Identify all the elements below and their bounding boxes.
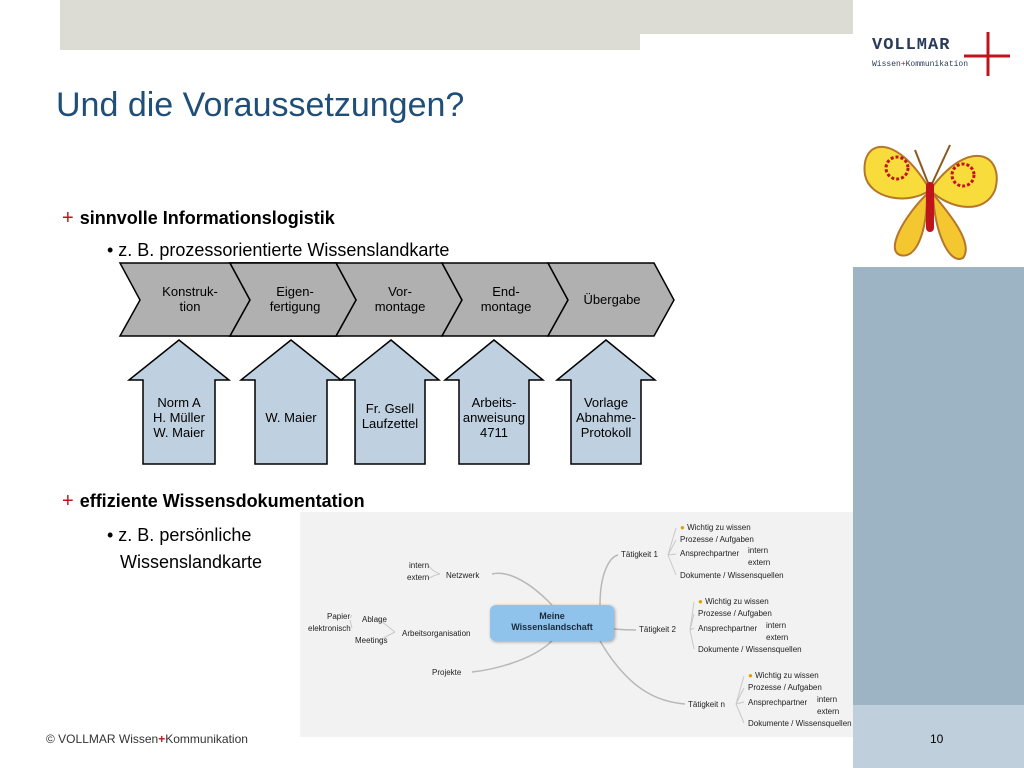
mm-node-wichtig: ● Wichtig zu wissen [748, 671, 819, 680]
mm-node-ansprechpartner: Ansprechpartner [748, 698, 808, 707]
bulb-icon: ● [680, 523, 685, 532]
page-number: 10 [930, 732, 944, 746]
mm-node-extern: extern [407, 573, 430, 582]
side-panel-footer [853, 705, 1024, 768]
butterfly-icon [863, 144, 998, 260]
mm-node-meetings: Meetings [355, 636, 388, 645]
mm-node-intern: intern [748, 546, 769, 555]
sub-bullet-prozesslandkarte: • z. B. prozessorientierte Wissenslandka… [107, 240, 450, 260]
plus-icon: + [62, 490, 74, 512]
mm-node-prozesse: Prozesse / Aufgaben [748, 683, 822, 692]
header-band-lower [60, 34, 640, 50]
mm-node-dokumente: Dokumente / Wissensquellen [698, 645, 802, 654]
footer-copyright: © VOLLMAR Wissen+Kommunikation [46, 732, 248, 746]
mm-node-intern: intern [409, 561, 430, 570]
mm-node-prozesse: Prozesse / Aufgaben [698, 609, 772, 618]
mm-node-extern: extern [748, 558, 771, 567]
sub-bullet-persoenlich-cont: Wissenslandkarte [120, 552, 263, 572]
mm-node-dokumente: Dokumente / Wissensquellen [680, 571, 784, 580]
chevron-label-endmontage: End-montage [480, 284, 532, 314]
mm-node-taetigkeit-2: Tätigkeit 2 [639, 625, 676, 634]
mm-node-prozesse: Prozesse / Aufgaben [680, 535, 754, 544]
mm-node-ablage: Ablage [362, 615, 387, 624]
mm-node-papier: Papier [327, 612, 351, 621]
mm-node-wichtig: ● Wichtig zu wissen [698, 597, 769, 606]
chevron-label-eigenfertigung: Eigen-fertigung [269, 284, 321, 314]
chevron-uebergabe [546, 262, 675, 337]
chevron-label-uebergabe: Übergabe [583, 292, 641, 307]
slide-title: Und die Voraussetzungen? [56, 86, 465, 124]
mm-node-ansprechpartner: Ansprechpartner [680, 549, 740, 558]
logo-wordmark: VOLLMAR [872, 36, 951, 55]
bulb-icon: ● [748, 671, 753, 680]
arrow-up-icon [338, 339, 442, 465]
side-panel [853, 267, 1024, 768]
mm-node-dokumente: Dokumente / Wissensquellen [748, 719, 852, 728]
mm-node-ansprechpartner: Ansprechpartner [698, 624, 758, 633]
mm-node-taetigkeit-n: Tätigkeit n [688, 700, 725, 709]
logo-cross-icon [964, 32, 1010, 76]
bulb-icon: ● [698, 597, 703, 606]
mm-node-extern: extern [766, 633, 789, 642]
mm-node-projekte: Projekte [432, 668, 462, 677]
mm-node-wichtig: ● Wichtig zu wissen [680, 523, 751, 532]
bullet-wissensdokumentation: +effiziente Wissensdokumentation [62, 490, 365, 512]
mm-node-taetigkeit-1: Tätigkeit 1 [621, 550, 658, 559]
mm-node-elektronisch: elektronisch [308, 624, 351, 633]
arrow-up-icon [442, 339, 546, 465]
chevron-label-vormontage: Vor-montage [374, 284, 426, 314]
arrow-up-icon [238, 339, 344, 465]
mm-node-netzwerk: Netzwerk [446, 571, 480, 580]
resource-label-2: W. Maier [265, 410, 317, 425]
process-chain [118, 262, 675, 337]
mindmap-center-node [490, 605, 614, 641]
arrow-up-icon [126, 339, 232, 465]
mm-node-intern: intern [817, 695, 838, 704]
mm-node-arbeitsorganisation: Arbeitsorganisation [402, 629, 471, 638]
plus-icon: + [62, 207, 74, 229]
mm-node-extern: extern [817, 707, 840, 716]
bullet-informationslogistik: +sinnvolle Informationslogistik [62, 207, 335, 229]
header-band [60, 0, 853, 34]
sub-bullet-persoenlich: • z. B. persönliche [107, 525, 252, 545]
mm-node-intern: intern [766, 621, 787, 630]
chevron-label-konstruktion: Konstruk-tion [162, 284, 218, 314]
resource-arrows [126, 339, 658, 465]
logo-subtitle: Wissen+Kommunikation [872, 60, 969, 69]
arrow-up-icon [554, 339, 658, 465]
